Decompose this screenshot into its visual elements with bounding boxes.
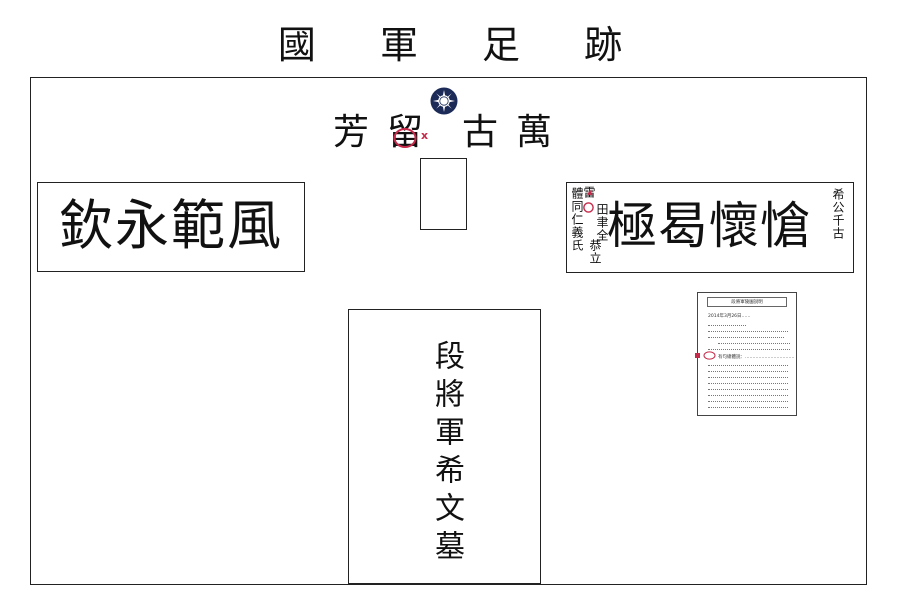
plaque-right-col-c: 恭立 bbox=[588, 239, 602, 265]
document-line bbox=[718, 343, 790, 344]
tombstone: 段將軍希文墓 bbox=[348, 309, 541, 584]
tombstone-text: 段將軍希文墓 bbox=[429, 340, 464, 568]
plaque-right: 體同仁義氏 雷 ▲ 田聿全 恭立 極曷懷愴 希公千古 bbox=[566, 182, 854, 273]
plaque-right-main: 極曷懷愴 bbox=[607, 197, 811, 255]
document-date: 2014年3月26日…… bbox=[708, 314, 751, 319]
document-thumbnail: 段將軍陵園說明 2014年3月26日…… 有句總體說：…………………………… bbox=[695, 292, 797, 416]
motto-char-1: 芳 bbox=[333, 112, 370, 153]
highlight-circle-small bbox=[583, 202, 594, 213]
document-highlight-circle bbox=[703, 351, 716, 360]
motto-char-3: 古 bbox=[462, 112, 499, 153]
document-title: 段將軍陵園說明 bbox=[707, 297, 787, 307]
document-line bbox=[708, 365, 788, 366]
plaque-right-col-a: 體同仁義氏 bbox=[570, 187, 584, 252]
plaque-right-col-b-mid: 田聿全 bbox=[595, 203, 609, 242]
triangle-mark: ▲ bbox=[586, 188, 594, 197]
x-mark: x bbox=[421, 129, 429, 142]
document-line bbox=[708, 331, 788, 332]
document-line bbox=[708, 383, 788, 384]
page-title: 國 軍 足 跡 bbox=[277, 23, 649, 67]
sun-emblem-icon bbox=[430, 87, 458, 115]
document-line bbox=[708, 325, 746, 326]
document-line bbox=[708, 401, 788, 402]
plaque-right-col-right: 希公千古 bbox=[831, 188, 845, 240]
plaque-left-text: 欽永範風 bbox=[59, 194, 283, 257]
document-marker bbox=[695, 353, 700, 358]
document-line bbox=[708, 395, 788, 396]
document-line bbox=[708, 407, 788, 408]
document-line bbox=[708, 337, 784, 338]
motto-char-2: 留 bbox=[387, 112, 424, 153]
plaque-left: 欽永範風 bbox=[37, 182, 305, 272]
document-line bbox=[708, 377, 788, 378]
highlight-circle bbox=[393, 128, 417, 148]
document-line bbox=[708, 349, 790, 350]
document-line bbox=[708, 371, 788, 372]
document-line bbox=[708, 389, 788, 390]
portrait-frame bbox=[420, 158, 467, 230]
document-label: 有句總體說：…………………………… bbox=[718, 355, 795, 360]
motto-char-4: 萬 bbox=[516, 112, 553, 153]
diagram-frame bbox=[30, 77, 867, 585]
plaque-right-col-b-top: 雷 bbox=[582, 186, 596, 199]
